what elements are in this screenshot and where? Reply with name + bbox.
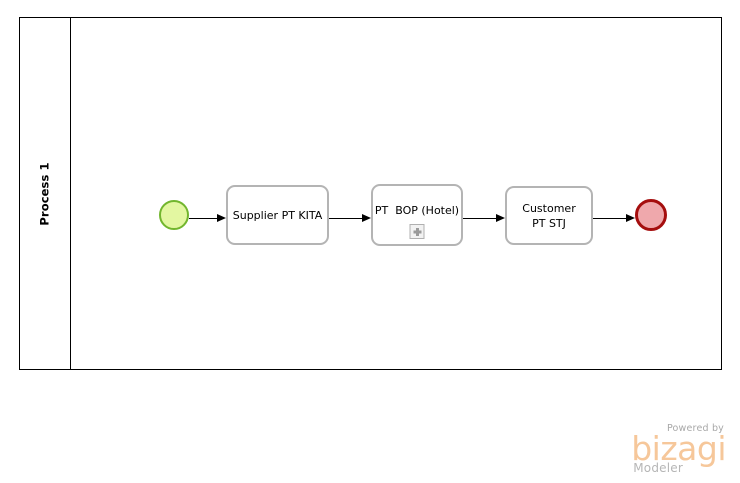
plus-icon[interactable] (409, 224, 425, 239)
lane-body: Supplier PT KITA PT BOP (Hotel) Customer… (71, 18, 721, 369)
flow-line (593, 218, 627, 220)
sequence-flow-4[interactable] (593, 214, 635, 223)
subprocess-label: PT BOP (Hotel) (374, 204, 460, 217)
flow-line (189, 218, 218, 220)
task-label: Customer PT STJ (522, 201, 576, 230)
arrowhead-icon (217, 214, 226, 222)
sequence-flow-1[interactable] (189, 214, 226, 223)
arrowhead-icon (626, 214, 635, 222)
subprocess-pt-bop-hotel[interactable]: PT BOP (Hotel) (371, 184, 463, 246)
watermark-powered-by: Powered by (666, 423, 724, 434)
sequence-flow-2[interactable] (329, 214, 371, 223)
bizagi-logo: bizagi (631, 429, 726, 468)
arrowhead-icon (496, 214, 505, 222)
process-pool[interactable]: Process 1 Supplier PT KITA PT BOP (Hotel (19, 17, 722, 370)
task-label: Supplier PT KITA (232, 208, 323, 222)
arrowhead-icon (362, 214, 371, 222)
lane-header[interactable]: Process 1 (20, 18, 71, 369)
flow-line (463, 218, 497, 220)
task-supplier-pt-kita[interactable]: Supplier PT KITA (226, 185, 329, 245)
task-customer-pt-stj[interactable]: Customer PT STJ (505, 186, 593, 245)
lane-label: Process 1 (38, 161, 52, 226)
watermark-product-name: Modeler (633, 461, 683, 475)
start-event[interactable] (159, 200, 189, 230)
bizagi-watermark: Powered by bizagi Modeler (631, 423, 726, 475)
flow-line (329, 218, 363, 220)
end-event[interactable] (635, 199, 667, 231)
sequence-flow-3[interactable] (463, 214, 505, 223)
